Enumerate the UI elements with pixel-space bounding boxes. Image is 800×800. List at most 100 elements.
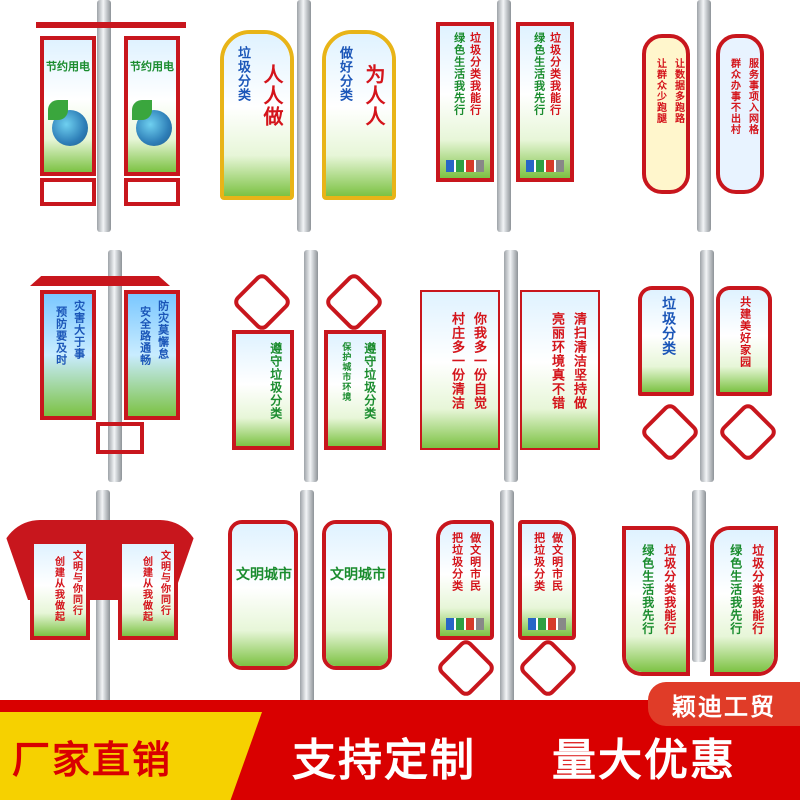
right-text-1: 做文明市民 <box>550 532 564 592</box>
left-panel: 文明城市 <box>228 520 298 670</box>
right-text-2: 绿色生活我先行 <box>728 544 743 635</box>
right-panel: 文明与你同行 创建从我做起 <box>118 540 178 640</box>
left-text-2: 绿色生活我先行 <box>452 32 466 116</box>
right-panel: 清扫清洁坚持做 亮丽环境真不错 <box>520 290 600 450</box>
pole <box>304 250 318 482</box>
chinese-knot <box>322 270 386 334</box>
right-text-2: 创建从我做起 <box>140 556 152 622</box>
left-panel: 做文明市民 把垃圾分类 <box>436 520 494 640</box>
right-text-1: 遵守垃圾分类 <box>362 342 377 420</box>
right-text-1: 清扫清洁坚持做 <box>570 312 586 410</box>
chinese-knot <box>230 270 294 334</box>
right-panel: 做文明市民 把垃圾分类 <box>518 520 576 640</box>
right-panel: 垃圾分类我能行 绿色生活我先行 <box>710 526 778 676</box>
left-panel: 你我多一份自觉 村庄多一份清洁 <box>420 290 500 450</box>
pole <box>97 0 111 232</box>
product-6[interactable]: 遵守垃圾分类 遵守垃圾分类 保护城市环境 <box>200 250 400 482</box>
right-panel: 服务事项入网格 群众办事不出村 <box>716 34 764 194</box>
left-panel: 让数据多跑路 让群众少跑腿 <box>642 34 690 194</box>
left-text-2: 把垃圾分类 <box>450 532 464 592</box>
right-panel: 遵守垃圾分类 保护城市环境 <box>324 330 386 450</box>
left-text: 文明城市 <box>236 567 292 583</box>
left-text-2: 让群众少跑腿 <box>654 58 666 124</box>
right-panel: 文明城市 <box>322 520 392 670</box>
right-text: 文明城市 <box>330 567 386 583</box>
chinese-knot <box>638 400 702 464</box>
product-2[interactable]: 垃圾分类 人人做 做好分类 为人人 <box>200 0 400 232</box>
product-5[interactable]: 灾害大于事 预防要及时 防灾莫懈怠 安全路通畅 <box>0 250 200 482</box>
right-panel: 共建美好家园 <box>716 286 772 396</box>
left-text-1: 文明与你同行 <box>70 550 82 616</box>
left-panel: 节约用电 <box>40 36 96 176</box>
pole <box>497 0 511 232</box>
right-text-2: 群众办事不出村 <box>728 58 740 135</box>
right-text-1: 防灾莫懈怠 <box>156 300 170 360</box>
right-text-1: 做好分类 <box>336 46 352 102</box>
right-text-1: 服务事项入网格 <box>746 58 758 135</box>
right-text-1: 文明与你同行 <box>158 550 170 616</box>
left-panel: 遵守垃圾分类 <box>232 330 294 450</box>
left-panel: 垃圾分类我能行 绿色生活我先行 <box>622 526 690 676</box>
left-text-1: 垃圾分类我能行 <box>468 32 482 116</box>
left-text-1: 做文明市民 <box>468 532 482 592</box>
right-text-2: 保护城市环境 <box>340 342 351 402</box>
left-text-2: 预防要及时 <box>54 306 68 366</box>
left-panel: 文明与你同行 创建从我做起 <box>30 540 90 640</box>
left-text-1: 灾害大于事 <box>72 300 86 360</box>
left-text: 节约用电 <box>46 60 90 73</box>
pole <box>297 0 311 232</box>
right-text-2: 为人人 <box>362 64 386 127</box>
left-text-2: 村庄多一份清洁 <box>448 312 464 410</box>
left-text-2: 绿色生活我先行 <box>640 544 655 635</box>
right-text: 共建美好家园 <box>738 296 752 368</box>
custom-support-slogan: 支持定制 <box>292 735 476 786</box>
right-text: 节约用电 <box>130 60 174 73</box>
product-12[interactable]: 垃圾分类我能行 绿色生活我先行 垃圾分类我能行 绿色生活我先行 <box>600 490 800 722</box>
brand-tag: 颖迪工贸 <box>648 682 800 726</box>
base-frame <box>40 178 96 206</box>
pole <box>300 490 314 722</box>
product-10[interactable]: 文明城市 文明城市 <box>200 490 400 722</box>
left-panel: 垃圾分类 <box>638 286 694 396</box>
top-crossbar <box>36 22 186 28</box>
chinese-knot <box>716 400 780 464</box>
left-text: 遵守垃圾分类 <box>268 342 283 420</box>
left-text-2: 创建从我做起 <box>52 556 64 622</box>
right-panel: 垃圾分类我能行 绿色生活我先行 <box>516 22 574 182</box>
right-panel: 节约用电 <box>124 36 180 176</box>
base-frame <box>124 178 180 206</box>
factory-direct-label: 厂家直销 <box>0 712 262 800</box>
product-1[interactable]: 节约用电 节约用电 <box>0 0 200 232</box>
left-text-1: 你我多一份自觉 <box>470 312 486 410</box>
pole <box>504 250 518 482</box>
pole <box>700 250 714 482</box>
left-text-1: 垃圾分类我能行 <box>662 544 677 635</box>
product-11[interactable]: 做文明市民 把垃圾分类 做文明市民 把垃圾分类 <box>400 490 600 722</box>
chinese-knot <box>434 636 498 700</box>
product-8[interactable]: 垃圾分类 共建美好家园 <box>600 250 800 482</box>
product-9[interactable]: 文明与你同行 创建从我做起 文明与你同行 创建从我做起 <box>0 490 200 722</box>
right-panel: 做好分类 为人人 <box>322 30 396 200</box>
left-panel: 灾害大于事 预防要及时 <box>40 290 96 420</box>
product-4[interactable]: 让数据多跑路 让群众少跑腿 服务事项入网格 群众办事不出村 <box>600 0 800 232</box>
base-frame <box>96 422 144 454</box>
right-panel: 防灾莫懈怠 安全路通畅 <box>124 290 180 420</box>
product-7[interactable]: 你我多一份自觉 村庄多一份清洁 清扫清洁坚持做 亮丽环境真不错 <box>400 250 600 482</box>
pole <box>692 490 706 662</box>
left-text-2: 人人做 <box>260 64 284 127</box>
bulk-discount-slogan: 量大优惠 <box>552 735 736 786</box>
roof <box>30 276 170 286</box>
product-3[interactable]: 垃圾分类我能行 绿色生活我先行 垃圾分类我能行 绿色生活我先行 <box>400 0 600 232</box>
right-text-2: 绿色生活我先行 <box>532 32 546 116</box>
pole <box>697 0 711 232</box>
pole <box>500 490 514 722</box>
right-text-2: 亮丽环境真不错 <box>548 312 564 410</box>
chinese-knot <box>516 636 580 700</box>
left-panel: 垃圾分类 人人做 <box>220 30 294 200</box>
right-text-1: 垃圾分类我能行 <box>750 544 765 635</box>
right-text-2: 安全路通畅 <box>138 306 152 366</box>
left-text-1: 让数据多跑路 <box>672 58 684 124</box>
left-panel: 垃圾分类我能行 绿色生活我先行 <box>436 22 494 182</box>
left-text-1: 垃圾分类 <box>234 46 250 102</box>
right-text-1: 垃圾分类我能行 <box>548 32 562 116</box>
